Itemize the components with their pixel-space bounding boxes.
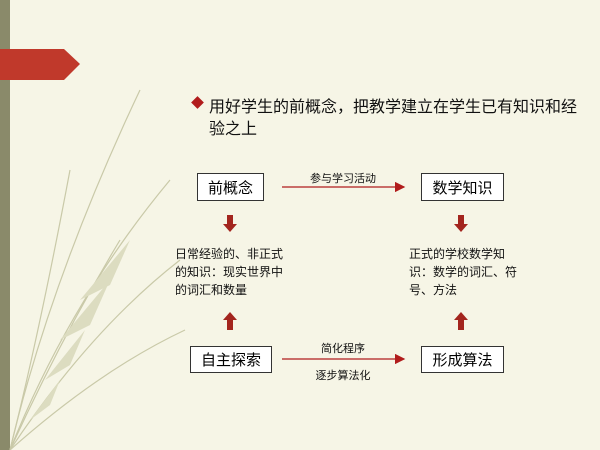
- decor-line: [9, 179, 171, 450]
- decor-line: [9, 329, 186, 450]
- node-self-exploration: 自主探索: [190, 346, 272, 373]
- decor-leaf: [30, 380, 60, 420]
- title-ribbon: [0, 49, 80, 80]
- up-arrow-left: [223, 312, 237, 330]
- note-informal-knowledge: 日常经验的、非正式的知识：现实世界中的词汇和数量: [175, 247, 284, 297]
- node-form-algorithm: 形成算法: [421, 346, 504, 373]
- down-arrow-left: [223, 215, 237, 232]
- decor-line: [9, 239, 121, 450]
- bullet-text: 用好学生的前概念，把教学建立在学生已有知识和经验之上: [209, 97, 578, 138]
- decor-leaf: [80, 240, 130, 300]
- decor-line: [9, 169, 71, 450]
- label-participate-activities: 参与学习活动: [310, 172, 376, 185]
- label-gradual-algorithmization: 逐步算法化: [315, 369, 371, 382]
- decor-leaf: [60, 280, 110, 340]
- left-accent-bar: [0, 0, 10, 450]
- down-arrow-right: [454, 215, 468, 232]
- decor-line: [9, 259, 181, 450]
- label-simplify-procedure: 简化程序: [321, 342, 365, 355]
- bullet-point: 用好学生的前概念，把教学建立在学生已有知识和经验之上: [191, 96, 588, 140]
- node-preconcept: 前概念: [197, 173, 264, 201]
- note-formal-knowledge: 正式的学校数学知识：数学的词汇、符号、方法: [409, 247, 518, 297]
- decor-leaf: [45, 330, 85, 380]
- decorative-line-fan: [9, 89, 186, 450]
- up-arrow-right: [454, 312, 468, 330]
- node-math-knowledge: 数学知识: [421, 173, 504, 201]
